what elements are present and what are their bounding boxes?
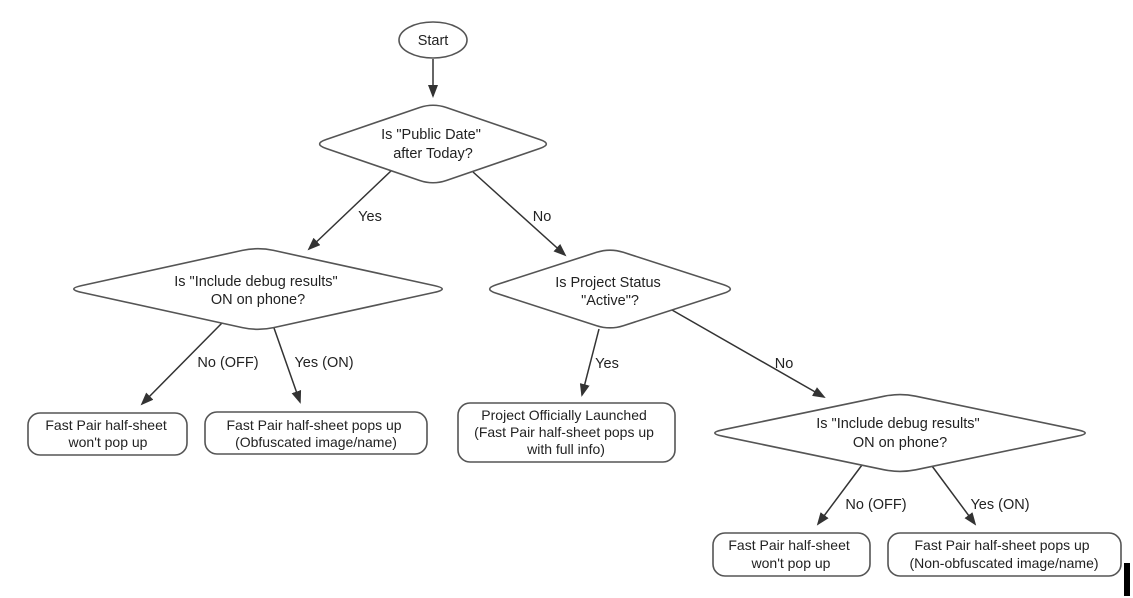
edge-debug-left-yes-on: [273, 327, 302, 404]
edge-label-yes-on-1: Yes (ON): [294, 355, 353, 371]
outcome-non-obfuscated-label: Fast Pair half-sheet pops up (Non-obfusc…: [909, 537, 1098, 571]
edge-public-date-no: [472, 171, 567, 257]
edge-debug-left-no-off: [140, 322, 223, 406]
start-node: Start: [398, 21, 468, 59]
outcome-no-popup-left-label: Fast Pair half-sheet won't pop up: [45, 417, 170, 450]
decision-public-date: Is "Public Date" after Today?: [318, 104, 548, 184]
decision-debug-right-diamond: [714, 393, 1086, 473]
edge-project-status-no: [671, 309, 826, 398]
connectors: [140, 59, 977, 526]
edge-label-yes-1: Yes: [358, 209, 382, 225]
outcome-launched-label: Project Officially Launched (Fast Pair h…: [474, 407, 658, 457]
edge-debug-right-yes-on: [931, 465, 977, 526]
outcome-no-popup-left-box: [27, 412, 188, 456]
start-label: Start: [418, 33, 449, 49]
edge-label-no-off-2: No (OFF): [845, 497, 906, 513]
decision-debug-left-diamond: [73, 247, 444, 331]
outcome-launched: Project Officially Launched (Fast Pair h…: [457, 402, 676, 463]
outcome-obfuscated: Fast Pair half-sheet pops up (Obfuscated…: [204, 411, 428, 455]
decision-debug-right-label: Is "Include debug results" ON on phone?: [816, 416, 983, 451]
edge-label-no-off-1: No (OFF): [197, 355, 258, 371]
edge-label-yes-2: Yes: [595, 356, 619, 372]
decision-public-date-diamond: [318, 104, 548, 184]
outcome-non-obfuscated-box: [887, 532, 1122, 577]
outcome-non-obfuscated: Fast Pair half-sheet pops up (Non-obfusc…: [887, 532, 1122, 577]
edge-project-status-yes: [579, 328, 600, 397]
edge-debug-right-no-off: [816, 464, 863, 526]
outcome-no-popup-right: Fast Pair half-sheet won't pop up: [712, 532, 871, 577]
decision-debug-left-label: Is "Include debug results" ON on phone?: [174, 274, 341, 308]
outcome-launched-box: [457, 402, 676, 463]
outcome-no-popup-right-box: [712, 532, 871, 577]
outcome-no-popup-left: Fast Pair half-sheet won't pop up: [27, 412, 188, 456]
decision-debug-left: Is "Include debug results" ON on phone?: [73, 247, 444, 331]
decision-project-status-diamond: [488, 249, 732, 329]
edge-label-no-2: No: [775, 356, 794, 372]
decision-public-date-label: Is "Public Date" after Today?: [381, 127, 485, 162]
decision-debug-right: Is "Include debug results" ON on phone?: [714, 393, 1086, 473]
start-ellipse: [398, 21, 468, 59]
decision-project-status: Is Project Status "Active"?: [488, 249, 732, 329]
edge-labels: Yes No No (OFF) Yes (ON) Yes No No (OFF)…: [197, 209, 1029, 513]
edge-public-date-yes: [307, 169, 393, 251]
decision-project-status-label: Is Project Status "Active"?: [555, 275, 665, 309]
edge-label-no-1: No: [533, 209, 552, 225]
edge-label-yes-on-2: Yes (ON): [970, 497, 1029, 513]
outcome-obfuscated-label: Fast Pair half-sheet pops up (Obfuscated…: [227, 417, 406, 450]
outcome-obfuscated-box: [204, 411, 428, 455]
outcome-no-popup-right-label: Fast Pair half-sheet won't pop up: [728, 537, 853, 571]
text-caret: [1124, 563, 1130, 596]
